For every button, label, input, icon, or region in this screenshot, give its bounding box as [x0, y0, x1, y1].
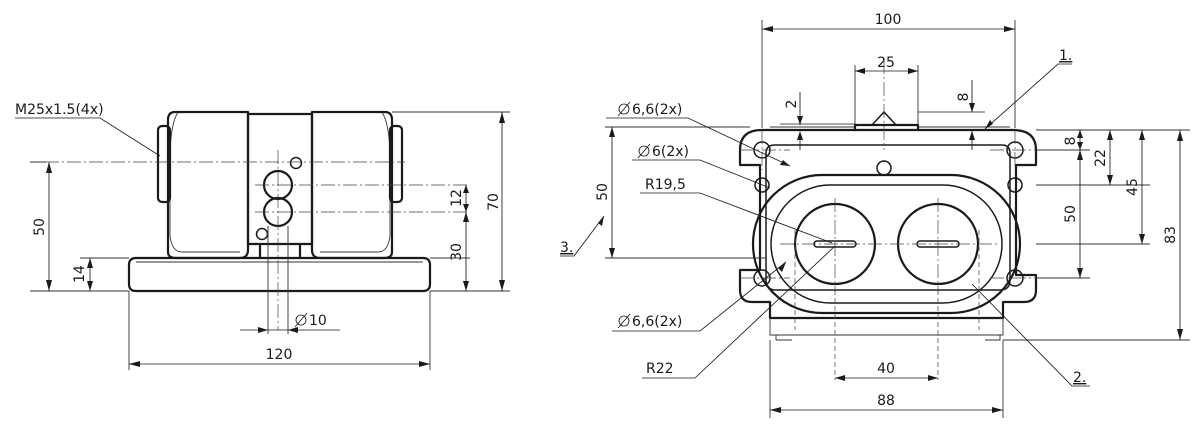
callout-1-label: 1. [1059, 48, 1072, 64]
right-view: 100 25 2 8 8 22 45 50 83 [560, 12, 1190, 418]
diameter-symbol-10 [294, 312, 308, 328]
leader-hole-mid [632, 159, 771, 189]
hole-top-center [876, 160, 892, 176]
left-cable-entry [156, 124, 172, 204]
diameter-symbol-top [617, 101, 631, 117]
hole-mid-right [1007, 177, 1023, 193]
dim-dia-10-label: 10 [309, 313, 327, 329]
hole-mid-left [754, 177, 770, 193]
callout-1-leader [984, 63, 1072, 130]
dim-14-label: 14 [72, 265, 88, 283]
base-plate [127, 256, 432, 293]
dim-50-left-label: 50 [595, 183, 611, 201]
callout-3-label: 3. [560, 240, 573, 256]
right-view-extension-lines [605, 20, 1190, 418]
top-boss [853, 123, 920, 131]
leader-hole-bottom [612, 261, 787, 332]
left-view: M25x1.5(4x) 70 50 14 12 30 10 120 [15, 102, 510, 370]
screw-hole-top [289, 156, 303, 170]
leader-radius-large [642, 245, 836, 379]
middle-neck [258, 244, 302, 258]
diameter-symbol-mid [637, 143, 651, 159]
dim-8-top-label: 8 [956, 93, 972, 102]
left-lobe [166, 110, 250, 260]
thread-label: M25x1.5(4x) [15, 102, 104, 118]
diameter-symbol-bottom [617, 313, 631, 329]
callout-3-leader [560, 215, 605, 257]
callout-2-label: 2. [1073, 370, 1086, 386]
dim-22-label: 22 [1093, 149, 1109, 167]
right-lobe-edge [320, 111, 391, 253]
dim-83-label: 83 [1163, 226, 1179, 244]
hole-bottom-label: 6,6(2x) [632, 314, 682, 330]
callout-2-leader [971, 283, 1090, 387]
left-view-extension-lines [30, 111, 510, 370]
dim-120-label: 120 [266, 347, 293, 363]
screw-hole-bottom [255, 227, 269, 241]
middle-block [246, 112, 314, 246]
bottom-lip [769, 318, 1004, 336]
right-lobe [310, 110, 394, 260]
thread-leader [15, 117, 161, 157]
hole-mid-label: 6(2x) [652, 144, 689, 160]
dim-50-label: 50 [32, 218, 48, 236]
dim-8-right-label: 8 [1063, 137, 1079, 146]
dim-line-8-top [918, 80, 985, 150]
dim-100-label: 100 [875, 12, 902, 28]
hole-top-label: 6,6(2x) [632, 102, 682, 118]
right-view-center-lines [740, 60, 1040, 292]
right-cable-entry [388, 124, 404, 204]
dim-30-label: 30 [449, 243, 465, 261]
leader-radius-small [640, 192, 833, 244]
dim-50-right-label: 50 [1063, 205, 1079, 223]
dim-70-label: 70 [486, 193, 502, 211]
dim-2-label: 2 [784, 100, 800, 109]
dim-45-label: 45 [1125, 178, 1141, 196]
mounting-holes [753, 141, 1024, 287]
dim-40-label: 40 [877, 361, 895, 377]
radius-large-label: R22 [646, 361, 674, 377]
dim-12-label: 12 [449, 189, 465, 207]
dim-88-label: 88 [877, 393, 895, 409]
leader-hole-top [606, 117, 791, 167]
button-recess-outer [751, 173, 1022, 315]
button-recess-inner [770, 184, 1003, 304]
dim-25-label: 25 [877, 55, 895, 71]
bottom-lip-detail [775, 335, 1001, 341]
left-view-hole-axis [255, 184, 470, 213]
radius-small-label: R19,5 [645, 177, 686, 193]
hidden-lines [794, 230, 980, 380]
left-lobe-edge [169, 111, 240, 253]
